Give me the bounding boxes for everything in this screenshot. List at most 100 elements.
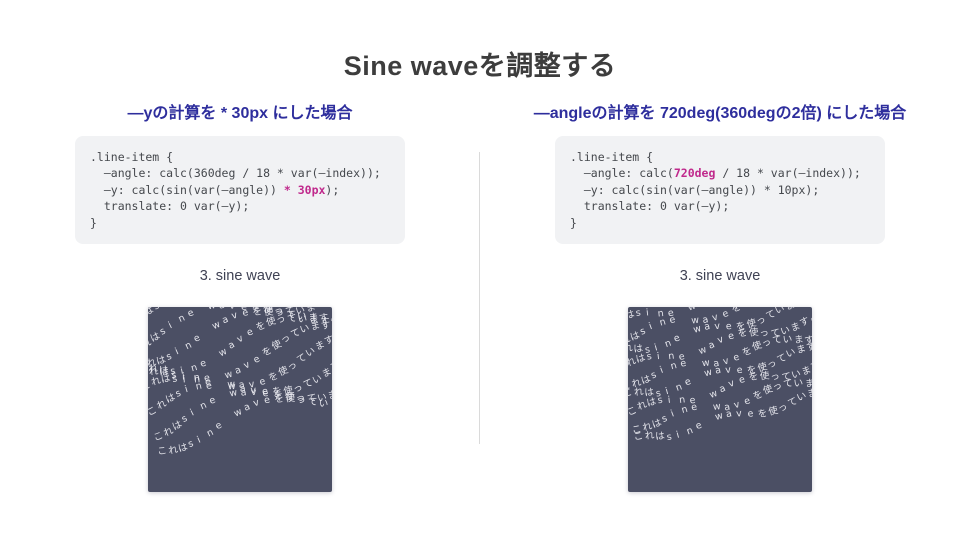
wave-char: i (645, 307, 650, 320)
wave-char: a (695, 307, 705, 308)
wave-char: っ (296, 394, 306, 407)
wave-char: い (298, 322, 311, 337)
code-token-highlight: 720deg (673, 166, 716, 181)
wave-char: 使 (284, 393, 296, 406)
wave-char: e (191, 332, 203, 345)
wave-char: e (742, 395, 752, 408)
code-token: —y: calc(sin(var(—angle)) * 10px); (570, 182, 820, 197)
wave-char: a (713, 364, 722, 377)
wave-char: を (729, 307, 743, 316)
wave-char: a (241, 401, 252, 414)
wave-char: i (166, 319, 174, 331)
column-heading-right: —angleの計算を 720deg(360degの2倍) にした場合 (533, 105, 907, 122)
preview-caption-left: 3. sine wave (199, 268, 281, 284)
wave-char: w (210, 318, 223, 332)
wave-char: す (794, 307, 805, 310)
code-line: —y: calc(sin(var(—angle)) * 10px); (570, 182, 870, 198)
wave-char: n (679, 403, 689, 416)
wave-char: s (656, 394, 664, 407)
wave-char: を (273, 393, 285, 406)
wave-text-right: これはsinewaveを使っています。ここれはsinewaveを使っています。こ… (628, 307, 812, 492)
wave-char: v (735, 408, 743, 420)
wave-char: e (213, 419, 224, 433)
wave-char: n (204, 426, 215, 440)
wave-char: 。 (806, 307, 812, 310)
wave-char: s (634, 307, 642, 320)
column-divider-line (479, 152, 480, 444)
wave-preview-left: これはsinewaveを使っています。ここれはsinewaveを使っています。こ… (148, 307, 332, 492)
wave-char: e (720, 307, 730, 321)
wave-char: い (793, 377, 804, 390)
code-token: —y: calc(sin(var(—angle)) (90, 182, 284, 197)
code-token-highlight: * 30px (283, 182, 326, 197)
wave-char: v (724, 364, 732, 377)
wave-char: a (724, 408, 733, 421)
wave-char: a (232, 364, 243, 378)
wave-char: i (656, 351, 661, 363)
code-token: .line-item { (570, 150, 654, 164)
wave-char: 。 (331, 320, 332, 332)
wave-char: を (251, 307, 263, 319)
code-token: } (90, 215, 97, 230)
wave-char: e (690, 401, 699, 414)
wave-char: w (713, 409, 725, 423)
code-token: / 18 * var(—index)); (715, 166, 861, 181)
wave-char: ま (309, 320, 321, 334)
wave-char: e (726, 330, 735, 343)
wave-char: い (318, 398, 329, 410)
wave-char: こ (156, 445, 168, 458)
wave-char: w (207, 307, 217, 312)
wave-char: i (675, 430, 681, 442)
code-token: translate: 0 var(—y); (90, 199, 250, 214)
wave-char: w (692, 322, 703, 336)
code-line: .line-item { (90, 149, 390, 165)
wave-char: っ (275, 313, 287, 327)
wave-char: e (679, 357, 688, 370)
wave-char: n (182, 339, 194, 352)
code-line: .line-item { (570, 149, 870, 165)
wave-char: a (702, 321, 711, 334)
code-token: } (570, 215, 577, 230)
wave-char: て (285, 312, 297, 325)
wave-char: す (805, 341, 812, 354)
code-token: —angle: calc( (570, 166, 674, 181)
preview-caption-right: 3. sine wave (679, 268, 761, 284)
wave-char: い (782, 334, 793, 347)
wave-char: v (235, 332, 246, 345)
code-token: translate: 0 var(—y); (570, 199, 730, 214)
wave-char: i (647, 321, 654, 333)
wave-char: a (226, 339, 237, 352)
wave-char: n (673, 381, 684, 394)
code-line: —angle: calc(360deg / 18 * var(—index)); (90, 165, 390, 181)
wave-char: n (194, 380, 203, 393)
code-line: —angle: calc(720deg / 18 * var(—index)); (570, 165, 870, 181)
wave-char: を (736, 327, 749, 340)
wave-char: a (717, 383, 727, 396)
wave-char: e (683, 376, 693, 389)
code-line: —y: calc(sin(var(—angle)) * 30px); (90, 182, 390, 198)
wave-char: w (697, 344, 709, 358)
wave-char: を (747, 370, 760, 384)
wave-char: e (244, 326, 255, 339)
wave-char: s (665, 431, 673, 444)
code-token: .line-item { (90, 150, 174, 164)
wave-char: は (634, 351, 647, 366)
wave-char: e (737, 373, 746, 386)
wave-char: は (176, 441, 189, 455)
wave-char: i (195, 434, 203, 446)
wave-char: れ (628, 343, 633, 356)
wave-char: は (654, 430, 666, 443)
wave-char: 使 (758, 370, 770, 383)
wave-char: v (252, 397, 261, 410)
wave-char: w (232, 406, 244, 420)
wave-char: ま (329, 399, 332, 412)
wave-char: w (217, 345, 229, 359)
code-token: —angle: calc(360deg / 18 * var(—index)); (90, 166, 381, 181)
wave-char: a (239, 386, 247, 399)
wave-char: e (205, 379, 213, 392)
wave-char: e (668, 314, 677, 327)
wave-char: n (684, 425, 695, 438)
wave-char: w (686, 307, 697, 313)
wave-char: れ (633, 386, 644, 399)
wave-char: れ (643, 430, 655, 443)
